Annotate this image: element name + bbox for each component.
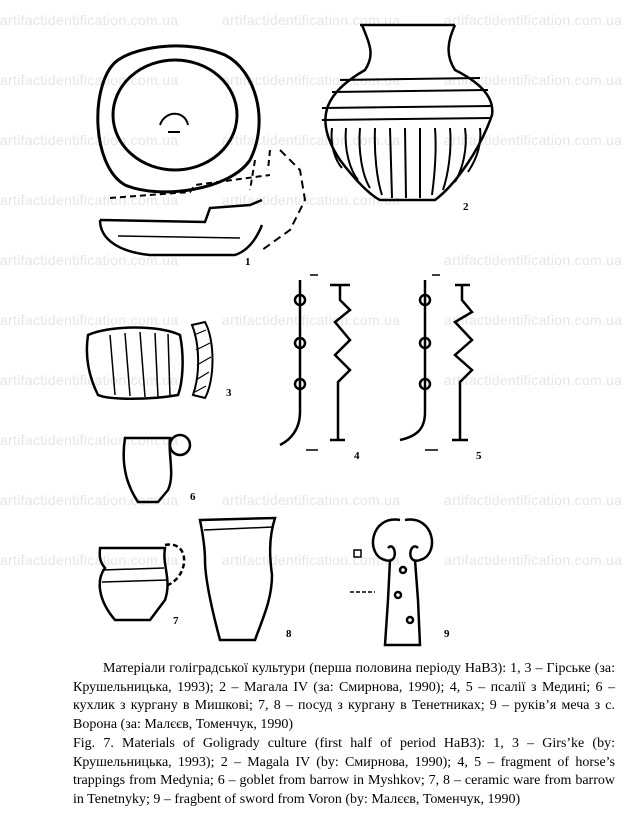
artifact-3-sherd [85, 320, 214, 400]
figure-label-2: 2 [463, 201, 469, 213]
artifact-1-dish [96, 44, 307, 257]
figure-label-1: 1 [245, 256, 251, 268]
figure-label-3: 3 [226, 387, 232, 399]
artifact-4-psalia [279, 274, 352, 451]
figure-label-4: 4 [354, 450, 360, 462]
caption-english: Fig. 7. Materials of Goligrady culture (… [73, 735, 615, 809]
caption-english-text: Fig. 7. Materials of Goligrady culture (… [73, 736, 615, 807]
artifact-2-vase [321, 23, 494, 202]
figure-label-9: 9 [444, 628, 450, 640]
caption-ukrainian-text: Матеріали голіградської культури (перша … [73, 661, 615, 732]
figure-label-6: 6 [190, 491, 196, 503]
artifact-6-goblet [122, 433, 192, 504]
figure-label-7: 7 [173, 615, 179, 627]
artifact-5-psalia [399, 274, 474, 451]
artifact-8-vessel [198, 516, 277, 642]
figure-label-8: 8 [286, 628, 292, 640]
artifact-7-cup [98, 543, 186, 622]
artifact-9-sword-hilt [350, 518, 434, 647]
figure-label-5: 5 [476, 450, 482, 462]
caption-ukrainian: Матеріали голіградської культури (перша … [73, 660, 615, 734]
artifact-drawings [85, 23, 494, 647]
